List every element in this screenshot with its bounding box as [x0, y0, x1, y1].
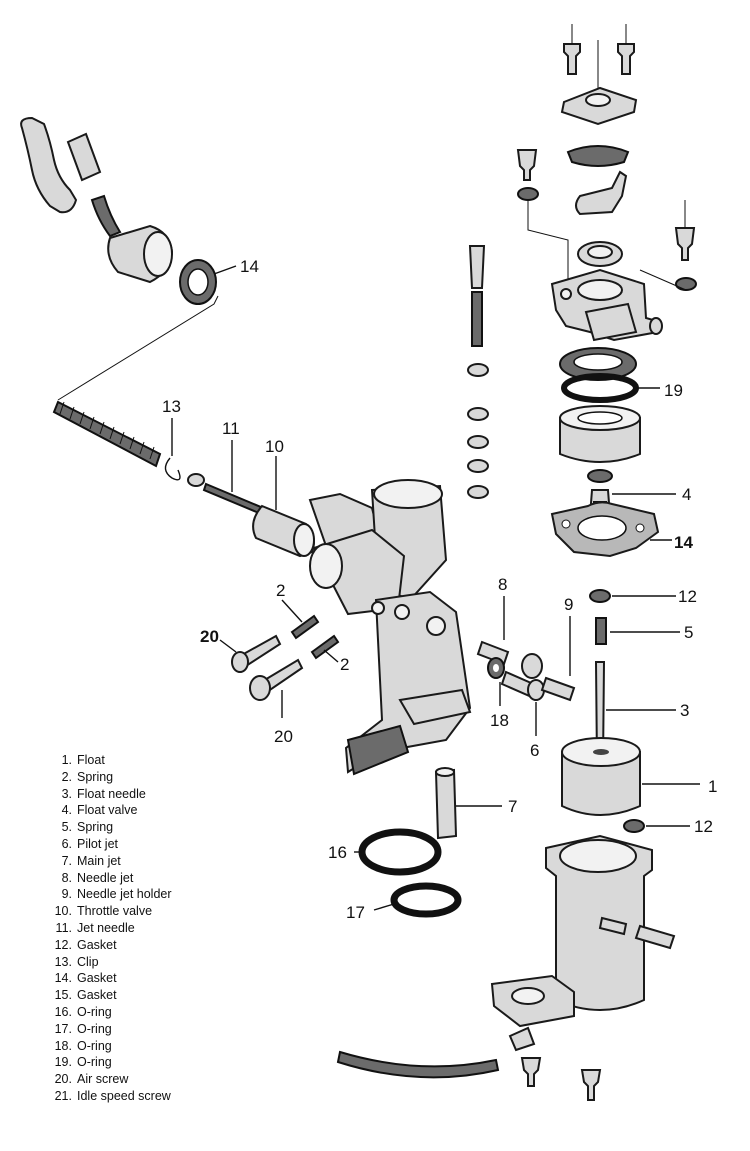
gasket-12-top [589, 589, 611, 603]
needle-clip [164, 457, 205, 487]
cable-adjuster-fitting [107, 224, 174, 284]
cable-gasket-top [179, 259, 217, 305]
spring-top [290, 614, 320, 640]
callout-1: 1 [708, 777, 717, 796]
filter-screen [559, 347, 637, 381]
gasket-14 [550, 501, 660, 558]
cover-screw-right [617, 24, 635, 75]
air-screw-upper [231, 634, 282, 673]
callout-13: 13 [162, 397, 181, 416]
legend-item: 9.Needle jet holder [61, 887, 172, 902]
callout-18: 18 [490, 711, 509, 730]
leader-20-left [219, 639, 237, 653]
callout-6: 6 [530, 741, 539, 760]
throttle-valve [252, 504, 315, 558]
dash-line-cover-left [527, 200, 569, 280]
callout-9: 9 [564, 595, 573, 614]
callout-14-gasket: 14 [674, 533, 693, 552]
carburetor-body [308, 479, 472, 776]
dash-line-cover-right [639, 269, 687, 291]
legend-item: 4.Float valve [61, 803, 138, 818]
legend-item: 16.O-ring [54, 1004, 112, 1019]
callout-3: 3 [680, 701, 689, 720]
legend-item: 7.Main jet [61, 853, 121, 868]
o-ring-17 [390, 882, 462, 918]
callout-4: 4 [682, 485, 691, 504]
idle-speed-screw-stack [467, 245, 489, 499]
rubber-hose-elbow [20, 116, 78, 214]
pilot-jet [540, 676, 576, 702]
bowl-screw-right [580, 1069, 602, 1101]
o-ring-18 [487, 657, 505, 679]
bowl-screw-left [520, 1057, 542, 1087]
spring-bottom [310, 634, 340, 660]
legend-item: 21.Idle speed screw [54, 1088, 171, 1103]
legend-item: 12.Gasket [54, 937, 117, 952]
air-screw-lower [249, 658, 304, 701]
legend-item: 19.O-ring [54, 1055, 112, 1070]
callout-10: 10 [265, 437, 284, 456]
callout-20-left: 20 [200, 627, 219, 646]
callout-12-bottom: 12 [694, 817, 713, 836]
legend-item: 2.Spring [61, 769, 114, 784]
leader-14-top [213, 265, 237, 275]
leader-2-top [281, 599, 303, 623]
legend-item: 18.O-ring [54, 1038, 112, 1053]
legend-item: 17.O-ring [54, 1021, 112, 1036]
float-chamber-cup [559, 405, 641, 463]
legend-item: 14.Gasket [54, 971, 117, 986]
spring-5 [595, 617, 607, 645]
legend-item: 6.Pilot jet [61, 836, 118, 851]
washer-small-right [675, 277, 697, 291]
callout-19: 19 [664, 381, 683, 400]
legend-item: 3.Float needle [61, 786, 146, 801]
callout-16: 16 [328, 843, 347, 862]
gasket-ring-mid [521, 653, 545, 701]
callout-17: 17 [346, 903, 365, 922]
valve-seat-disc [577, 241, 623, 267]
bent-fuel-pipe [90, 194, 122, 238]
legend-item: 11.Jet needle [55, 920, 135, 935]
top-cap-plate [560, 86, 638, 126]
return-spring [52, 400, 162, 468]
lever-bracket [575, 170, 628, 216]
gasket-12-bottom [623, 819, 645, 833]
callout-7: 7 [508, 797, 517, 816]
callout-11: 11 [222, 419, 240, 438]
legend-item: 20.Air screw [54, 1072, 129, 1087]
legend-item: 15.Gasket [54, 988, 117, 1003]
callout-14-top: 14 [240, 257, 259, 276]
drain-hose [336, 1050, 500, 1079]
legend-item: 5.Spring [61, 820, 114, 835]
float-valve-washer [587, 469, 613, 483]
legend-item: 10.Throttle valve [54, 904, 153, 919]
o-ring-16 [358, 828, 442, 876]
callout-2-bottom: 2 [340, 655, 349, 674]
callout-20-bottom: 20 [274, 727, 293, 746]
hose-sleeve [66, 132, 102, 182]
cap-seal [566, 145, 630, 167]
washer-small-left [517, 187, 539, 201]
float-bowl [490, 834, 676, 1052]
float-chamber-cover [550, 268, 663, 342]
parts-legend: 1.Float 2.Spring 3.Float needle 4.Float … [52, 752, 172, 1105]
legend-item: 13.Clip [54, 954, 99, 969]
dash-line-cable [57, 295, 219, 401]
leader-17 [373, 903, 395, 911]
legend-item: 1.Float [61, 753, 105, 767]
leader-2-bottom [323, 649, 339, 663]
callout-2-top: 2 [276, 581, 285, 600]
callout-8: 8 [498, 575, 507, 594]
float [561, 737, 641, 816]
cover-screw-small-left [516, 149, 538, 181]
main-jet [434, 767, 458, 840]
cover-screw-small-right [674, 200, 696, 261]
callout-5: 5 [684, 623, 693, 642]
callout-12-top: 12 [678, 587, 697, 606]
legend-item: 8.Needle jet [61, 870, 134, 885]
cover-screw-left [563, 24, 581, 75]
